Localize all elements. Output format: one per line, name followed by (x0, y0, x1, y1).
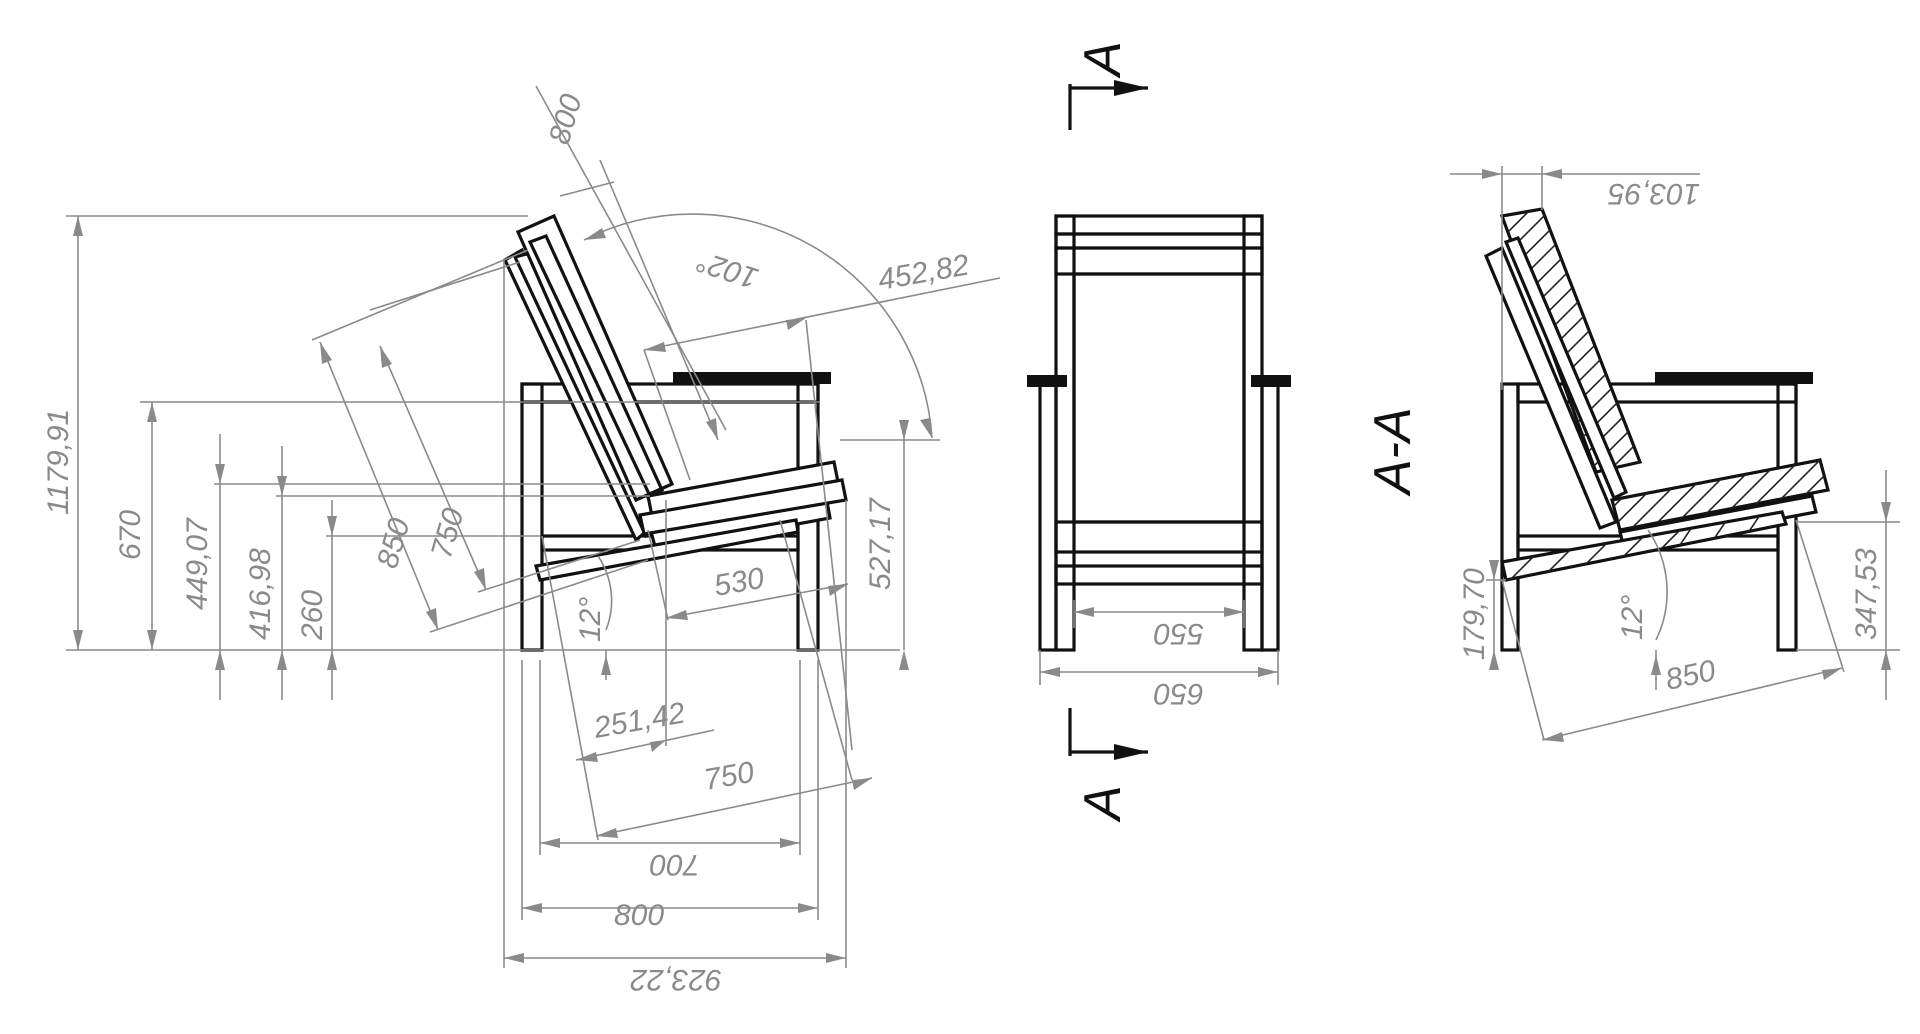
dim-section-angle: 12° (1616, 595, 1649, 640)
dim-depth-700: 700 (650, 848, 700, 881)
front-dimension-lines (1039, 600, 1279, 685)
section-back-frame (1483, 245, 1619, 531)
side-dimension-lines (66, 85, 1001, 968)
dim-seat-depth: 530 (711, 562, 766, 603)
dim-section-length: 850 (1663, 654, 1719, 697)
front-dimension-texts: 550 650 (1154, 617, 1204, 710)
dim-offset-top: 103,95 (1608, 177, 1700, 210)
dim-height-low: 179,70 (1458, 568, 1491, 660)
side-armrest (673, 372, 831, 384)
side-backrest (502, 213, 675, 543)
dim-height-rail: 260 (296, 590, 329, 641)
dim-back-length: 800 (543, 90, 589, 148)
section-mark-bottom-label: A (1074, 785, 1132, 823)
dim-back-angle: 102° (693, 244, 762, 295)
dim-height-armrest: 670 (114, 510, 147, 560)
side-view (502, 213, 848, 652)
dim-depth-800: 800 (614, 899, 664, 932)
dim-height-527: 527,17 (864, 497, 897, 590)
dim-height-seat-back: 416,98 (244, 548, 277, 640)
front-lower-rail (1054, 564, 1264, 586)
dim-offset: 251,42 (591, 696, 688, 745)
dim-back-frame-850: 850 (371, 514, 417, 572)
front-view: A A (1027, 41, 1291, 823)
section-dimension-lines (1450, 166, 1900, 742)
section-mark-bottom: A (1068, 708, 1148, 823)
dim-height-total: 1179,91 (42, 409, 75, 515)
dim-depth-750: 750 (701, 756, 756, 797)
dim-height-right: 347,53 (1850, 548, 1883, 640)
dim-seat-span: 452,82 (875, 248, 971, 296)
section-mark-top-label: A (1074, 41, 1132, 79)
section-title: A-A (1364, 407, 1422, 497)
section-back-board (1503, 236, 1629, 501)
front-armrests (1027, 375, 1291, 652)
dim-height-seat-front: 449,07 (181, 517, 214, 610)
front-back-slats (1054, 214, 1264, 276)
dim-inner-width: 550 (1154, 617, 1204, 650)
section-armrest (1655, 372, 1813, 384)
section-mark-top: A (1068, 41, 1148, 130)
front-seat-rail (1054, 520, 1264, 554)
dim-depth-total: 923,22 (630, 963, 722, 996)
dim-seat-angle: 12° (574, 597, 607, 642)
side-lower-rail (533, 518, 800, 582)
dim-back-frame-750: 750 (425, 504, 471, 562)
front-panel (1072, 272, 1246, 524)
dim-outer-width: 650 (1154, 677, 1204, 710)
side-dimension-texts: 1179,91 670 449,07 416,98 260 800 850 75… (42, 90, 972, 996)
